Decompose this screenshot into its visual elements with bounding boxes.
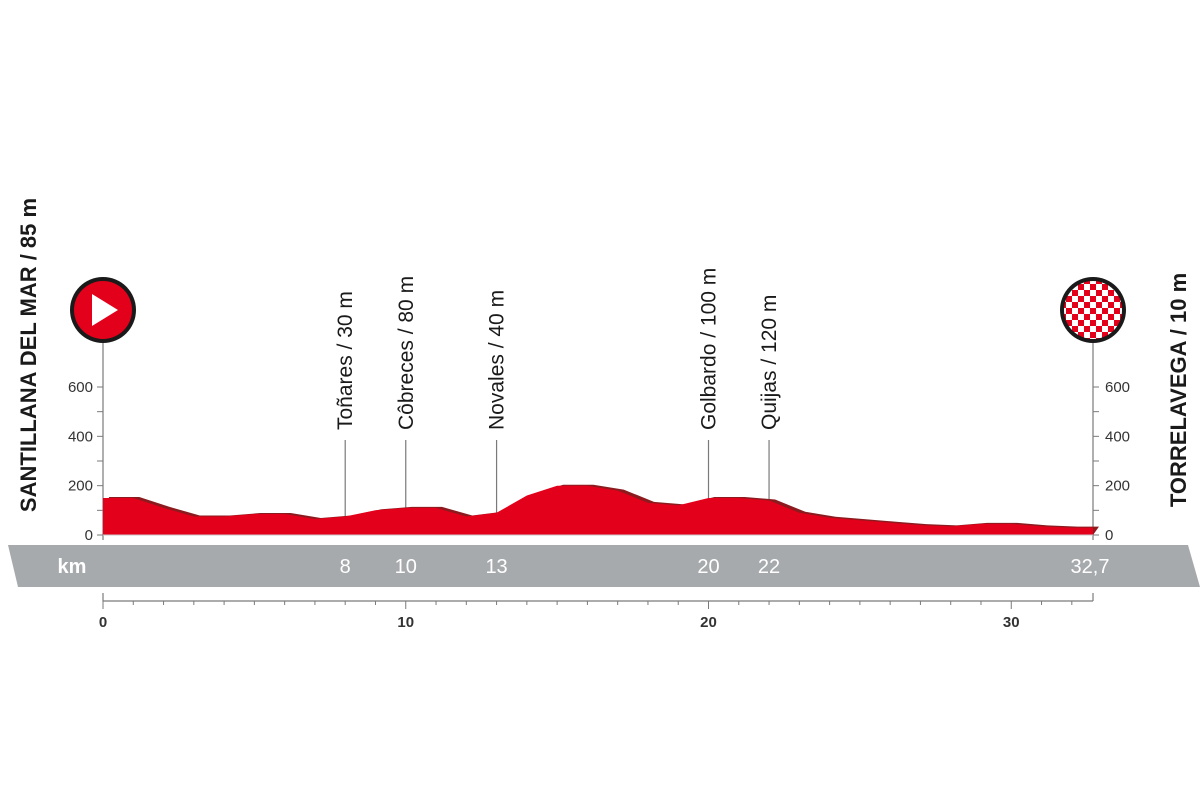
y-tick-label-left: 0 — [85, 527, 93, 544]
start-label: SANTILLANA DEL MAR / 85 m — [16, 198, 41, 512]
x-tick-label: 10 — [397, 614, 414, 631]
climb-km-label: 8 — [340, 556, 351, 578]
climb-label: Côbreces / 80 m — [395, 276, 418, 430]
x-tick-label: 0 — [99, 614, 107, 631]
climb-label: Novales / 40 m — [486, 290, 509, 430]
profile-layer — [103, 484, 1099, 536]
y-tick-label-left: 200 — [68, 478, 93, 495]
x-axis: 0 10 20 30 — [99, 593, 1094, 631]
play-triangle — [92, 294, 118, 326]
x-tick-label: 30 — [1003, 614, 1020, 631]
climb-km-label: 22 — [758, 556, 780, 578]
climb-km-label: 10 — [395, 556, 417, 578]
y-tick-label-right: 400 — [1105, 428, 1130, 445]
km-band — [8, 545, 1200, 587]
km-unit-label: km — [58, 556, 87, 578]
climb-label: Quijas / 120 m — [758, 295, 781, 430]
y-tick-label-right: 600 — [1105, 379, 1130, 396]
finish-label: TORRELAVEGA / 10 m — [1166, 273, 1191, 507]
y-axis-left: 0 200 400 600 — [68, 379, 103, 544]
climb-label: Toñares / 30 m — [334, 291, 357, 430]
y-tick-label-left: 400 — [68, 428, 93, 445]
total-distance-label: 32,7 — [1071, 556, 1110, 578]
y-tick-label-left: 600 — [68, 379, 93, 396]
x-tick-label: 20 — [700, 614, 717, 631]
y-tick-label-right: 200 — [1105, 478, 1130, 495]
finish-marker — [1060, 277, 1126, 540]
checkered-flag-icon — [1064, 281, 1122, 339]
profile-area — [103, 485, 1093, 535]
climb-km-label: 13 — [485, 556, 507, 578]
y-axis-right: 0 200 400 600 — [1093, 379, 1130, 544]
y-tick-label-right: 0 — [1105, 527, 1113, 544]
climb-km-labels: 8 10 13 20 22 — [340, 556, 781, 578]
climb-label: Golbardo / 100 m — [698, 268, 721, 430]
start-marker — [70, 277, 136, 540]
climb-km-label: 20 — [697, 556, 719, 578]
